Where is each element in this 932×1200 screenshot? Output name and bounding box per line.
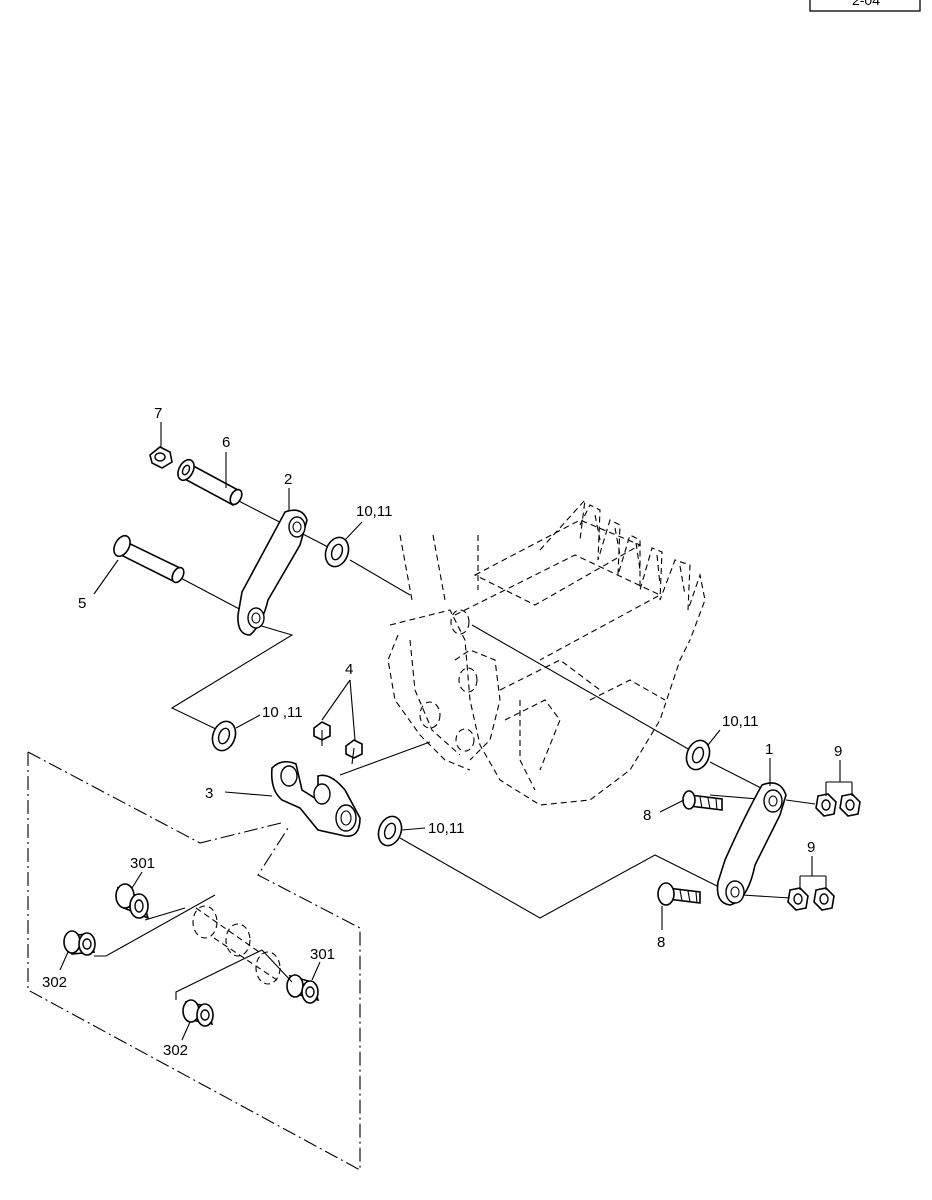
washer-10-11-left — [211, 720, 237, 752]
callout-10-11-left: 10 ,11 — [262, 704, 303, 721]
bushing-302-left — [63, 930, 96, 956]
callout-8-upper: 8 — [643, 807, 651, 824]
bucket-outline — [387, 498, 706, 806]
pin-5 — [113, 534, 185, 584]
assembly-lines — [170, 497, 816, 919]
callout-7: 7 — [154, 405, 162, 422]
callout-301-upper: 301 — [130, 855, 155, 872]
nuts-9-lower — [787, 887, 835, 911]
link-2 — [237, 509, 308, 636]
callout-9-lower: 9 — [807, 839, 815, 856]
page-reference-box: 2-04 — [809, 0, 921, 12]
pin-6 — [177, 458, 243, 507]
bushing-bore-phantom — [192, 905, 281, 985]
callout-6: 6 — [222, 434, 230, 451]
leaders — [59, 422, 853, 1041]
bolt-8-lower — [657, 882, 701, 906]
callout-8-lower: 8 — [657, 934, 665, 951]
callout-1: 1 — [765, 741, 773, 758]
bushing-301-lower — [286, 974, 320, 1004]
washer-10-11-right — [685, 739, 711, 771]
callout-4: 4 — [345, 661, 353, 678]
bushing-lines — [94, 894, 293, 1000]
callout-10-11-lower: 10,11 — [428, 820, 464, 837]
grease-fitting-7 — [149, 446, 173, 469]
page-reference-text: 2-04 — [852, 0, 880, 8]
callout-9-upper: 9 — [834, 743, 842, 760]
callout-301-lower: 301 — [310, 946, 335, 963]
bushing-302-right — [182, 999, 214, 1027]
callout-5: 5 — [78, 595, 86, 612]
bolt-8-upper — [682, 790, 723, 811]
callout-10-11-right: 10,11 — [722, 713, 758, 730]
washer-10-11-upper — [324, 536, 350, 568]
detail-frame — [27, 751, 361, 1171]
h-link-3 — [270, 760, 361, 837]
washer-10-11-lower — [377, 815, 403, 847]
callouts: 7 6 2 10,11 5 4 10 ,11 3 10,11 10,11 1 9… — [42, 405, 842, 1059]
callout-3: 3 — [205, 785, 213, 802]
callout-302-left: 302 — [42, 974, 67, 991]
side-link-1 — [716, 782, 787, 906]
callout-2: 2 — [284, 471, 292, 488]
bushing-301-upper — [115, 883, 150, 920]
callout-10-11-upper: 10,11 — [356, 503, 392, 520]
callout-302-right: 302 — [163, 1042, 188, 1059]
grease-fittings-4 — [313, 721, 363, 765]
nuts-9-upper — [815, 793, 861, 817]
